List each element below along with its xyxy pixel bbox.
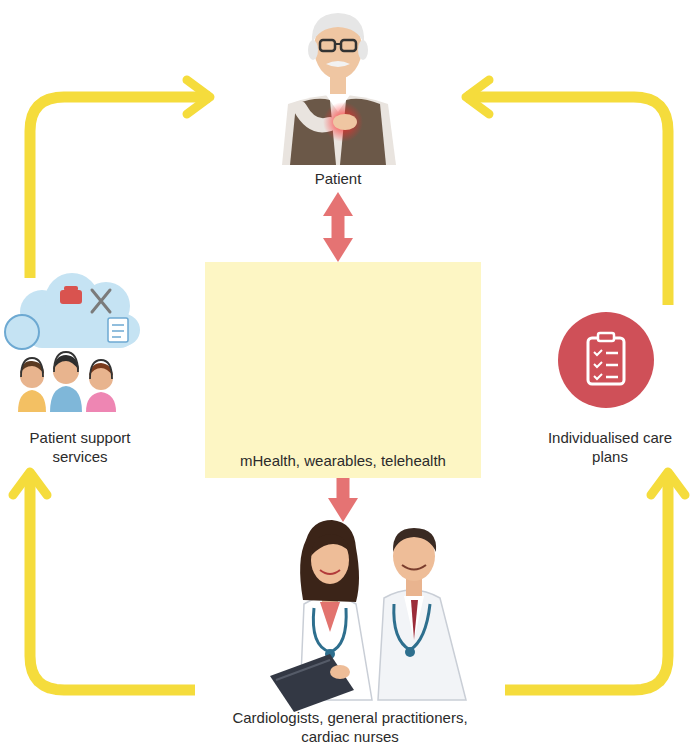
flow-arrow bbox=[30, 472, 195, 690]
actor-group: Patient support services bbox=[2, 278, 158, 472]
flow-arrow bbox=[30, 97, 210, 278]
clinicians-figure bbox=[405, 647, 415, 657]
patient-figure bbox=[326, 61, 350, 67]
clinicians-figure bbox=[300, 520, 359, 602]
clinicians-figure bbox=[276, 660, 330, 680]
support-services-icon bbox=[5, 315, 39, 349]
patient-figure bbox=[333, 114, 357, 130]
actor-group: Patient bbox=[210, 2, 466, 192]
node-label: mHealth, wearables, telehealth bbox=[240, 451, 446, 470]
patient-figure bbox=[282, 13, 396, 165]
support-services-icon bbox=[112, 325, 124, 337]
patient-figure bbox=[341, 40, 356, 51]
clinicians-figure bbox=[411, 600, 418, 640]
clinicians-figure bbox=[402, 565, 426, 570]
clinicians-figure bbox=[311, 534, 350, 556]
flow-arrow bbox=[332, 216, 345, 238]
patient-figure bbox=[312, 13, 364, 44]
support-services-icon bbox=[64, 286, 78, 291]
node-label: Cardiologists, general practitioners, ca… bbox=[208, 708, 493, 746]
care-plan-icon bbox=[558, 312, 654, 408]
clinicians-figure bbox=[330, 665, 350, 679]
support-services-icon bbox=[26, 312, 136, 348]
clinicians-figure bbox=[393, 528, 436, 552]
support-services-icon bbox=[21, 358, 43, 377]
clinicians-figure bbox=[313, 608, 346, 652]
clinicians-figure bbox=[394, 604, 430, 650]
care-plan-icon bbox=[606, 353, 618, 377]
support-services-icon bbox=[108, 318, 128, 342]
node-label: Patient bbox=[315, 169, 362, 188]
clinicians-figure bbox=[320, 602, 340, 632]
support-services-icon bbox=[54, 352, 78, 372]
patient-figure bbox=[358, 40, 368, 60]
care-plan-icon bbox=[558, 312, 654, 408]
patient-figure bbox=[320, 40, 335, 51]
node-label: Patient support services bbox=[15, 428, 145, 466]
care-plan-icon bbox=[588, 338, 624, 384]
node-label: Individualised care plans bbox=[540, 428, 680, 466]
actor-group: Cardiologists, general practitioners, ca… bbox=[195, 522, 505, 751]
tech-panel: mHealth, wearables, telehealth bbox=[205, 262, 481, 478]
support-services-icon bbox=[60, 290, 82, 304]
support-services-icon bbox=[5, 273, 140, 412]
support-services-icon bbox=[18, 390, 46, 412]
clinicians-figure bbox=[378, 590, 466, 700]
actor-group: Individualised care plans bbox=[540, 305, 680, 472]
patient-figure bbox=[335, 43, 341, 45]
care-plan-icon bbox=[598, 333, 614, 341]
patient-figure bbox=[282, 95, 396, 165]
clinicians-figure bbox=[320, 570, 340, 574]
support-services-icon bbox=[50, 386, 82, 412]
patient-figure bbox=[323, 102, 363, 142]
flow-arrow bbox=[337, 478, 350, 498]
clinicians-figure bbox=[270, 520, 466, 712]
patient-figure bbox=[308, 40, 318, 60]
flow-arrow bbox=[505, 472, 668, 690]
support-services-icon bbox=[90, 360, 112, 379]
care-plan-icon bbox=[594, 350, 602, 379]
clinicians-figure bbox=[270, 654, 354, 712]
support-services-icon bbox=[86, 392, 116, 412]
flow-arrow bbox=[466, 97, 668, 305]
support-services-icon bbox=[92, 290, 110, 312]
clinicians-figure bbox=[404, 596, 424, 640]
